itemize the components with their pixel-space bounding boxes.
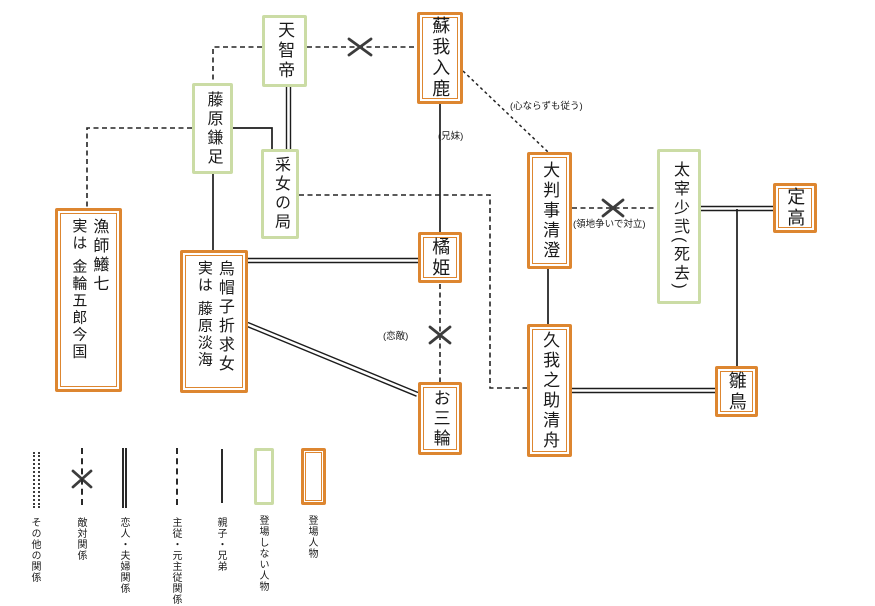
- character-box-koganosuke: 久我之助清舟: [527, 324, 572, 457]
- character-box-motome: 烏帽子折求女 実は 藤原淡海: [180, 250, 248, 393]
- character-name: 太宰少弐(死去): [671, 161, 688, 292]
- line-label-land-dispute: (領地争いで対立): [573, 219, 646, 230]
- line-label-love-rivals: (恋敵): [383, 331, 409, 342]
- line-dazai-sadaka-couple: [701, 205, 773, 212]
- line-kamatari-uneme-parent: [233, 127, 273, 149]
- legend-label-present: 登場人物: [306, 515, 317, 559]
- line-koganosuke-hinadori-couple: [572, 387, 715, 394]
- character-real-identity: 実は 金輪五郎今国: [70, 218, 88, 361]
- line-iruka-daihanji-master: [462, 70, 549, 153]
- present-character-box-icon: [301, 448, 326, 505]
- legend-label-couple: 恋人・夫婦関係: [118, 517, 129, 594]
- x-mark-tenchitei-iruka: [347, 37, 373, 57]
- x-mark-tachibanahime-omiwa: [428, 325, 452, 345]
- character-box-sadaka: 定高: [773, 183, 817, 233]
- character-real-identity: 実は 藤原淡海: [195, 260, 213, 369]
- x-mark-daihanji-dazai: [601, 198, 625, 218]
- legend-label-parent-child: 親子・兄弟: [215, 517, 226, 572]
- line-motome-omiwa-couple: [246, 321, 419, 397]
- character-box-fujiwara-kamatari: 藤原鎌足: [192, 83, 233, 174]
- other-relation-line-icon: [33, 452, 40, 508]
- line-uneme-koganosuke-master: [299, 194, 527, 389]
- character-name: 大判事清澄: [540, 160, 560, 261]
- character-box-daihanji: 大判事清澄: [527, 152, 572, 269]
- character-name: 漁師鱶七: [90, 218, 108, 294]
- master-servant-line-icon: [176, 448, 178, 505]
- character-name: 定高: [785, 187, 806, 229]
- line-label-unwilling-obedience: (心ならずも従う): [510, 101, 583, 112]
- character-box-uneme-no-tsubone: 采女の局: [261, 149, 299, 239]
- character-name: 橘姫: [430, 236, 451, 279]
- character-box-dazai-shoni: 太宰少弐(死去): [657, 149, 701, 304]
- character-name: 采女の局: [272, 156, 289, 232]
- character-name: 雛鳥: [726, 370, 747, 413]
- character-box-fukashichi: 漁師鱶七 実は 金輪五郎今国: [55, 208, 122, 392]
- line-tenchitei-uneme-couple: [285, 87, 292, 149]
- character-name: 蘇我入鹿: [430, 16, 451, 100]
- hostile-relation-line-icon: [81, 448, 83, 505]
- line-kamatari-fukashichi-master: [86, 127, 192, 208]
- character-box-tenchitei: 天智帝: [262, 15, 307, 87]
- character-name: 天智帝: [275, 21, 295, 81]
- legend-label-hostile: 敵対関係: [75, 517, 86, 561]
- parent-child-line-icon: [221, 449, 223, 503]
- legend-label-other: その他の関係: [29, 517, 40, 583]
- legend-label-master-servant: 主従・元主従関係: [170, 517, 181, 605]
- couple-relation-line-icon: [122, 448, 127, 508]
- character-box-hinadori: 雛鳥: [715, 366, 758, 417]
- character-box-omiwa: お三輪: [418, 382, 462, 455]
- absent-character-box-icon: [254, 448, 274, 505]
- character-name: 烏帽子折求女: [215, 260, 233, 374]
- character-name: 久我之助清舟: [540, 330, 560, 451]
- line-label-siblings: (兄妹): [438, 131, 464, 142]
- line-motome-tachibanahime-couple: [248, 257, 418, 264]
- character-name: 藤原鎌足: [204, 90, 222, 167]
- line-tenchitei-kamatari-master: [212, 46, 262, 83]
- character-box-tachibanahime: 橘姫: [418, 232, 462, 283]
- character-box-soga-iruka: 蘇我入鹿: [417, 12, 463, 104]
- legend-label-absent: 登場しない人物: [257, 515, 268, 592]
- character-name: お三輪: [430, 388, 450, 449]
